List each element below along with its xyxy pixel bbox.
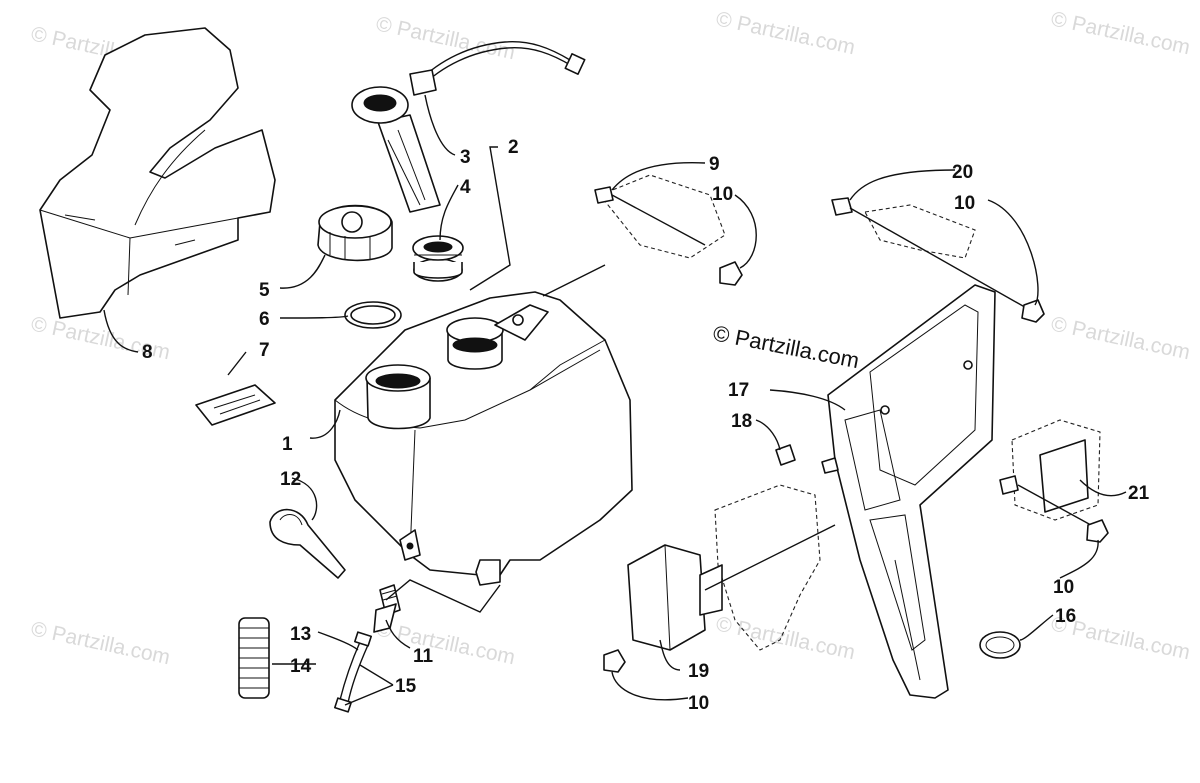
watermark-tile: © Partzilla.com <box>714 7 857 59</box>
watermark-tile: © Partzilla.com <box>1049 7 1192 59</box>
part-6-oring <box>344 301 402 329</box>
label-part-12: 12 <box>280 469 301 490</box>
watermark-tile: © Partzilla.com <box>714 612 857 664</box>
label-part-9: 9 <box>709 154 720 175</box>
label-part-10-top: 10 <box>712 184 733 205</box>
part-7-decal <box>195 384 276 426</box>
watermark-tile: © Partzilla.com <box>374 617 517 669</box>
label-part-1: 1 <box>282 434 293 455</box>
label-part-20: 20 <box>952 162 973 183</box>
part-4-grommet <box>412 235 464 282</box>
part-8-shield <box>39 27 276 319</box>
part-3-filler-gauge <box>351 40 586 213</box>
label-part-11: 11 <box>413 646 434 667</box>
part-12-strap <box>269 508 346 579</box>
label-part-13: 13 <box>290 624 311 645</box>
leader-lines <box>103 94 1127 706</box>
part-20-bracket <box>831 197 1045 323</box>
label-part-14: 14 <box>290 656 312 677</box>
part-10-nut-bottom <box>603 649 626 673</box>
part-14-spring <box>238 617 270 699</box>
label-part-8: 8 <box>142 342 153 363</box>
watermark-tile: © Partzilla.com <box>29 617 172 669</box>
part-16-clamp <box>979 631 1021 659</box>
label-part-4: 4 <box>460 177 471 198</box>
part-18-nut <box>775 444 839 474</box>
watermark-tile: © Partzilla.com <box>1049 312 1192 364</box>
label-part-6: 6 <box>259 309 270 330</box>
part-19-pump <box>627 484 836 651</box>
label-part-15: 15 <box>395 676 417 697</box>
watermark-tile: © Partzilla.com <box>374 12 517 64</box>
part-9-bracket <box>594 174 743 286</box>
part-21-module <box>999 419 1109 543</box>
part-17-mount-plate <box>827 284 996 699</box>
part-labels: 1 2 3 4 5 6 7 8 9 10 10 10 10 11 12 13 1… <box>142 137 1150 714</box>
label-part-10-right: 10 <box>954 193 975 214</box>
copyright-watermark: © Partzilla.com <box>711 320 861 373</box>
label-part-5: 5 <box>259 280 270 301</box>
part-5-cap <box>317 204 393 262</box>
label-part-3: 3 <box>460 147 471 168</box>
part-1-oil-tank <box>334 291 633 586</box>
part-13-hose <box>333 631 373 713</box>
label-part-7: 7 <box>259 340 270 361</box>
label-part-10-lower-right: 10 <box>1053 577 1074 598</box>
label-part-10-bottom: 10 <box>688 693 709 714</box>
label-part-18: 18 <box>731 411 752 432</box>
label-part-2: 2 <box>508 137 519 158</box>
label-part-19: 19 <box>688 661 709 682</box>
label-part-17: 17 <box>728 380 749 401</box>
label-part-21: 21 <box>1128 483 1150 504</box>
label-part-16: 16 <box>1055 606 1076 627</box>
